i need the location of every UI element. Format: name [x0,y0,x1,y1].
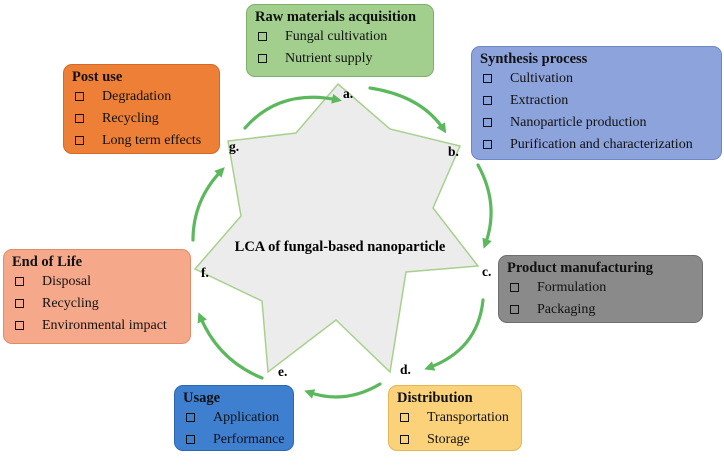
list-item: Formulation [507,277,694,299]
list-item: Environmental impact [12,315,182,337]
list-item: Packaging [507,299,694,321]
list-item: Recycling [72,108,211,130]
checkbox-icon [258,32,267,41]
stage-title: Raw materials acquisition [255,9,417,25]
arrow-e-f [197,312,264,380]
checkbox-icon [258,54,267,63]
checkbox-icon [483,96,492,105]
list-item: Long term effects [72,130,211,152]
checkbox-icon [400,435,409,444]
arrow-d-e [304,382,382,399]
arrow-c-d [424,298,485,371]
list-item: Fungal cultivation [255,26,425,48]
point-label-a: a. [343,86,353,101]
list-item: Storage [397,429,513,451]
list-item: Disposal [12,271,182,293]
point-label-c: c. [482,264,491,279]
arrow-g-a [243,93,342,130]
checkbox-icon [186,435,195,444]
arrow-b-c [476,163,493,249]
checkbox-icon [186,413,195,422]
stage-title: Usage [183,390,221,406]
list-item: Application [183,407,285,429]
stage-product-manufacturing: Product manufacturing Formulation Packag… [498,255,703,323]
checkbox-icon [15,299,24,308]
list-item: Transportation [397,407,513,429]
stage-raw-materials: Raw materials acquisition Fungal cultiva… [246,4,434,77]
checkbox-icon [15,277,24,286]
list-item: Cultivation [480,68,713,90]
stage-title: Product manufacturing [507,260,653,276]
list-item: Recycling [12,293,182,315]
arrow-f-g [191,167,225,242]
checkbox-icon [483,140,492,149]
list-item: Performance [183,429,285,451]
checkbox-icon [75,92,84,101]
checkbox-icon [400,413,409,422]
stage-end-of-life: End of Life Disposal Recycling Environme… [3,249,191,344]
checkbox-icon [510,305,519,314]
list-item: Nutrient supply [255,48,425,70]
checkbox-icon [483,118,492,127]
stage-distribution: Distribution Transportation Storage [388,385,522,451]
point-label-g: g. [229,139,239,154]
list-item: Purification and characterization [480,134,713,156]
checkbox-icon [75,136,84,145]
arrow-a-b [368,86,447,134]
lca-star [193,82,480,374]
list-item: Nanoparticle production [480,112,713,134]
point-label-f: f. [201,265,209,280]
stage-synthesis: Synthesis process Cultivation Extraction… [471,46,722,160]
point-label-d: d. [400,362,411,377]
stage-title: End of Life [12,254,83,270]
list-item: Extraction [480,90,713,112]
point-label-e: e. [278,364,287,379]
checkbox-icon [510,283,519,292]
stage-title: Distribution [397,390,473,406]
point-label-b: b. [448,144,459,159]
stage-usage: Usage Application Performance [174,385,294,451]
checkbox-icon [75,114,84,123]
list-item: Degradation [72,86,211,108]
stage-title: Post use [72,69,123,85]
checkbox-icon [15,321,24,330]
stage-title: Synthesis process [480,51,588,67]
stage-post-use: Post use Degradation Recycling Long term… [63,64,220,154]
center-label: LCA of fungal-based nanoparticle [235,239,446,255]
checkbox-icon [483,74,492,83]
